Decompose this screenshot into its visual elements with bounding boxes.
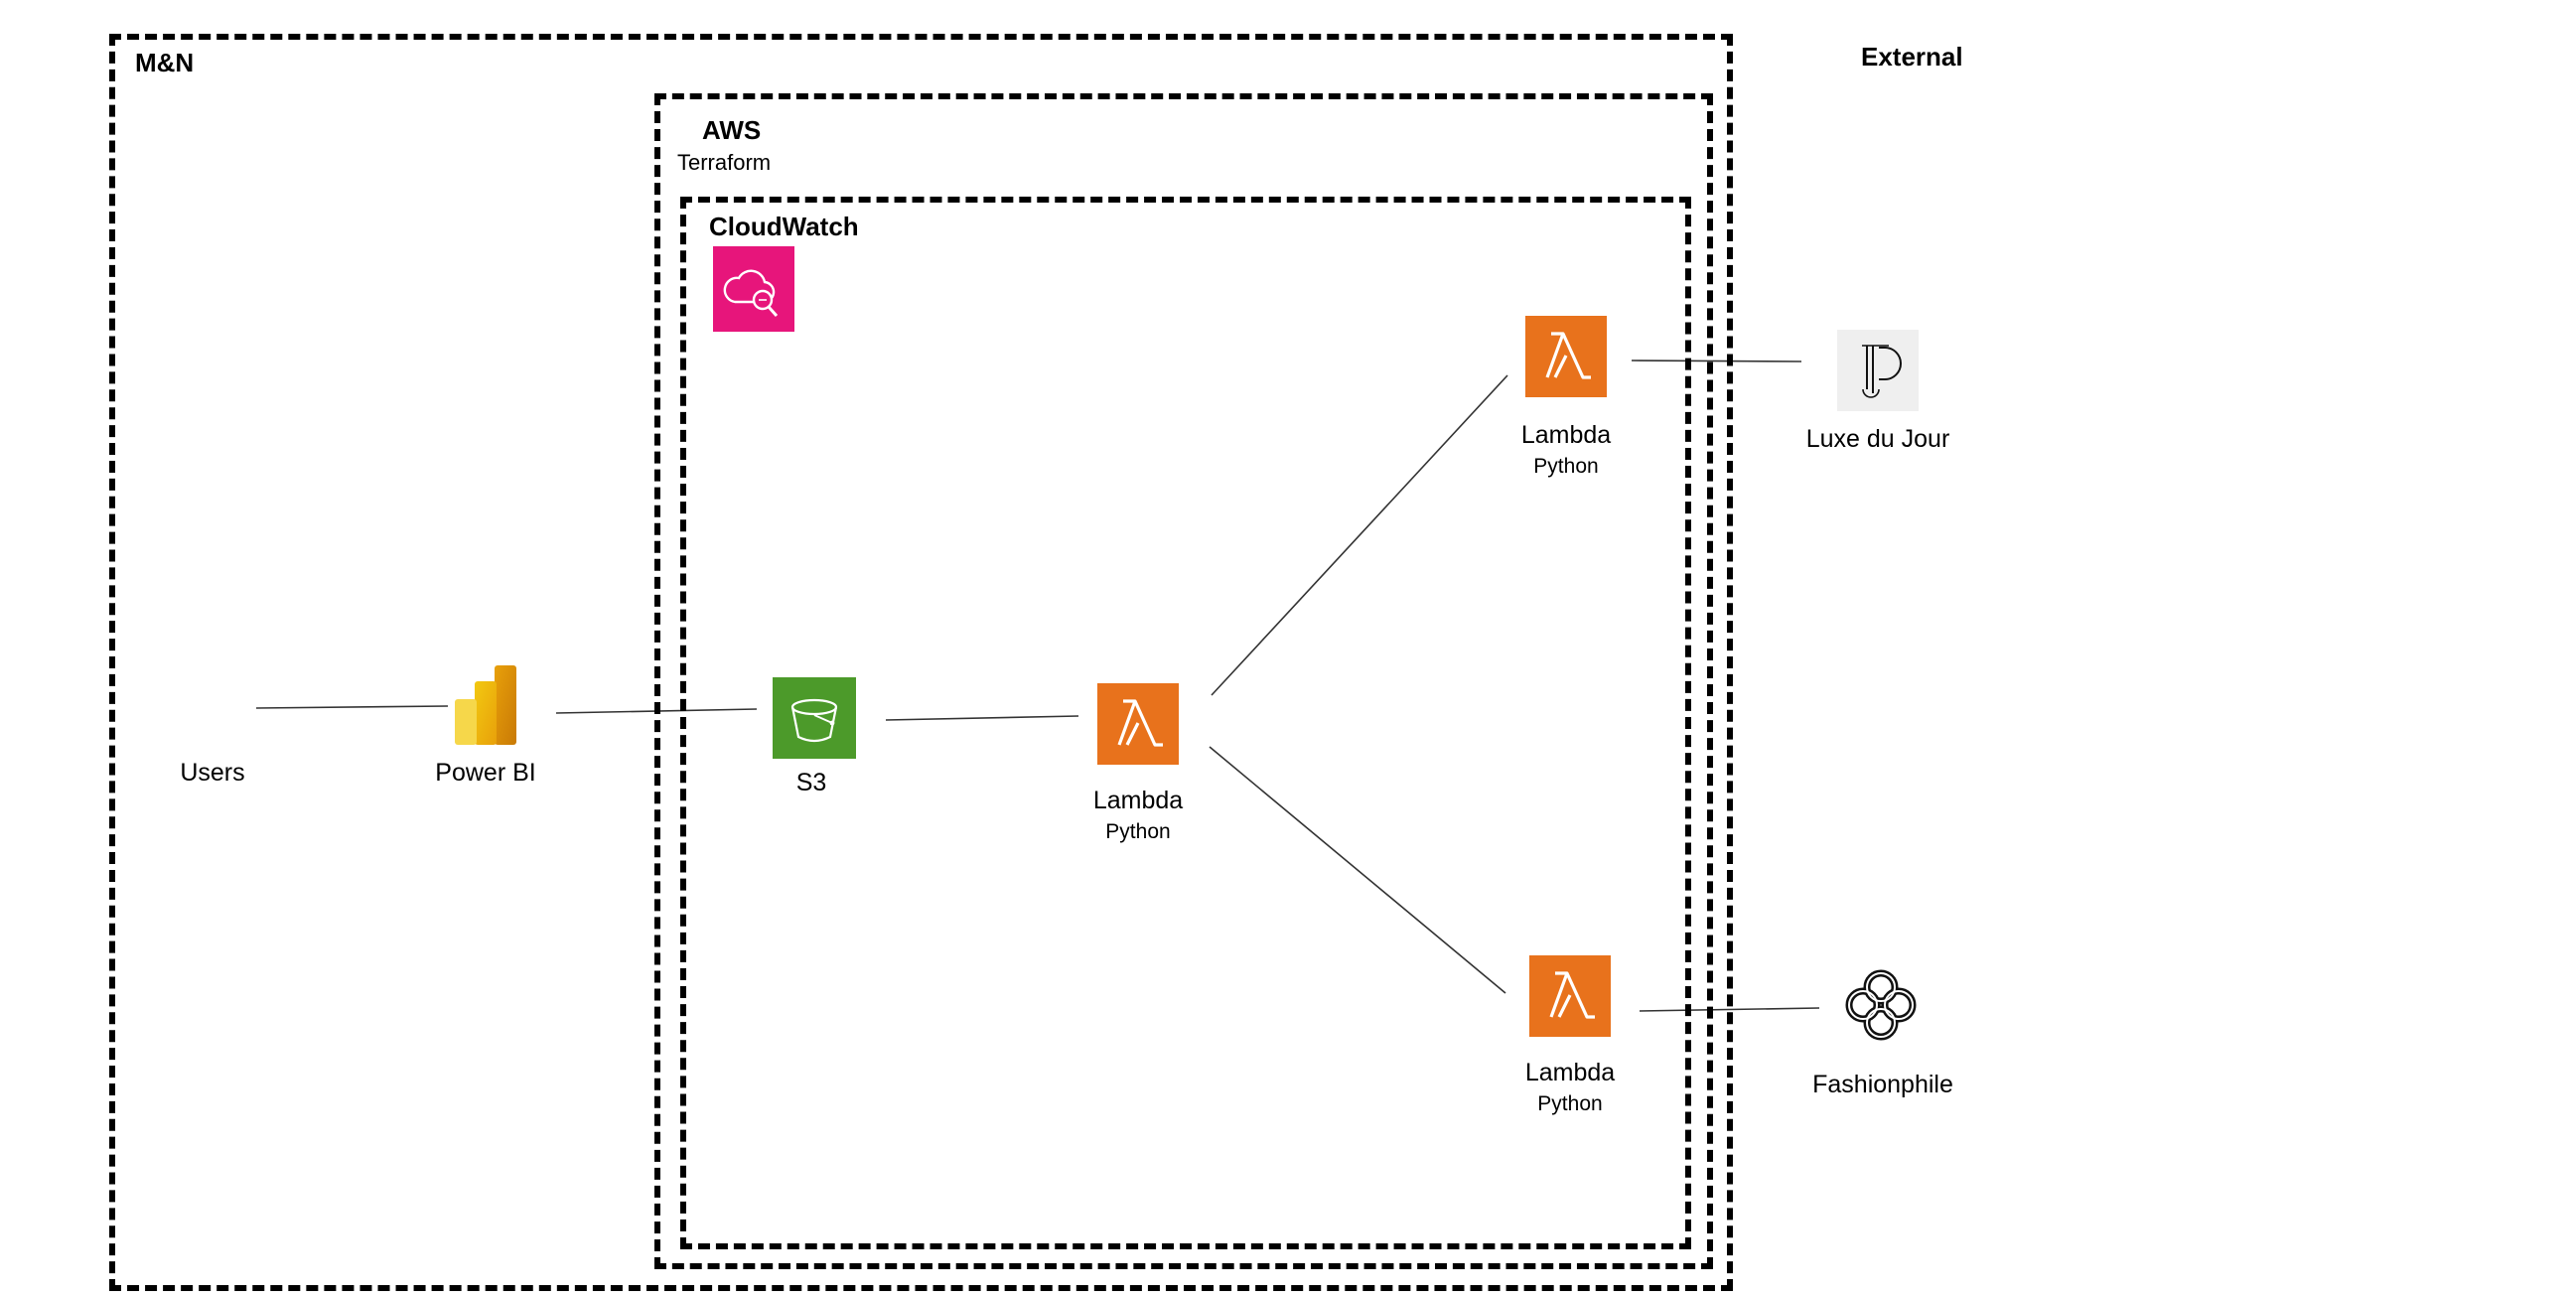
mn-label: M&N — [135, 48, 195, 77]
edge-lambda-lambdabottom — [1209, 746, 1506, 994]
lambda-main-label: Lambda — [1092, 787, 1184, 814]
fashionphile-label: Fashionphile — [1812, 1071, 1953, 1098]
lambda-top-sublabel: Python — [1533, 455, 1599, 478]
lambda-main-sublabel: Python — [1105, 820, 1171, 843]
luxe-du-jour-logo — [1837, 330, 1919, 411]
lambda-top-label: Lambda — [1520, 421, 1612, 449]
edge-s3-lambda — [885, 715, 1079, 721]
luxe-label: Luxe du Jour — [1805, 425, 1950, 453]
mn-boundary — [109, 34, 1733, 1291]
lambda-icon — [1097, 683, 1179, 765]
lambda-bottom-sublabel: Python — [1537, 1092, 1603, 1115]
aws-label: AWS — [702, 115, 762, 145]
users-label: Users — [180, 759, 245, 787]
power-bi-icon — [451, 663, 520, 747]
powerbi-label: Power BI — [435, 759, 536, 787]
edge-users-powerbi — [255, 705, 449, 709]
fashionphile-logo — [1839, 963, 1923, 1047]
terraform-label: Terraform — [677, 150, 772, 175]
cloudwatch-icon — [713, 246, 794, 332]
cloudwatch-label: CloudWatch — [709, 212, 859, 241]
s3-bucket-icon — [773, 677, 856, 759]
edge-lambda-lambdatop — [1211, 374, 1508, 696]
s3-label: S3 — [795, 769, 827, 796]
lambda-icon — [1529, 955, 1611, 1037]
lambda-bottom-label: Lambda — [1524, 1059, 1616, 1086]
aws-boundary — [654, 93, 1713, 1269]
cloudwatch-boundary — [680, 197, 1691, 1249]
external-label: External — [1861, 42, 1963, 72]
lambda-icon — [1525, 316, 1607, 397]
